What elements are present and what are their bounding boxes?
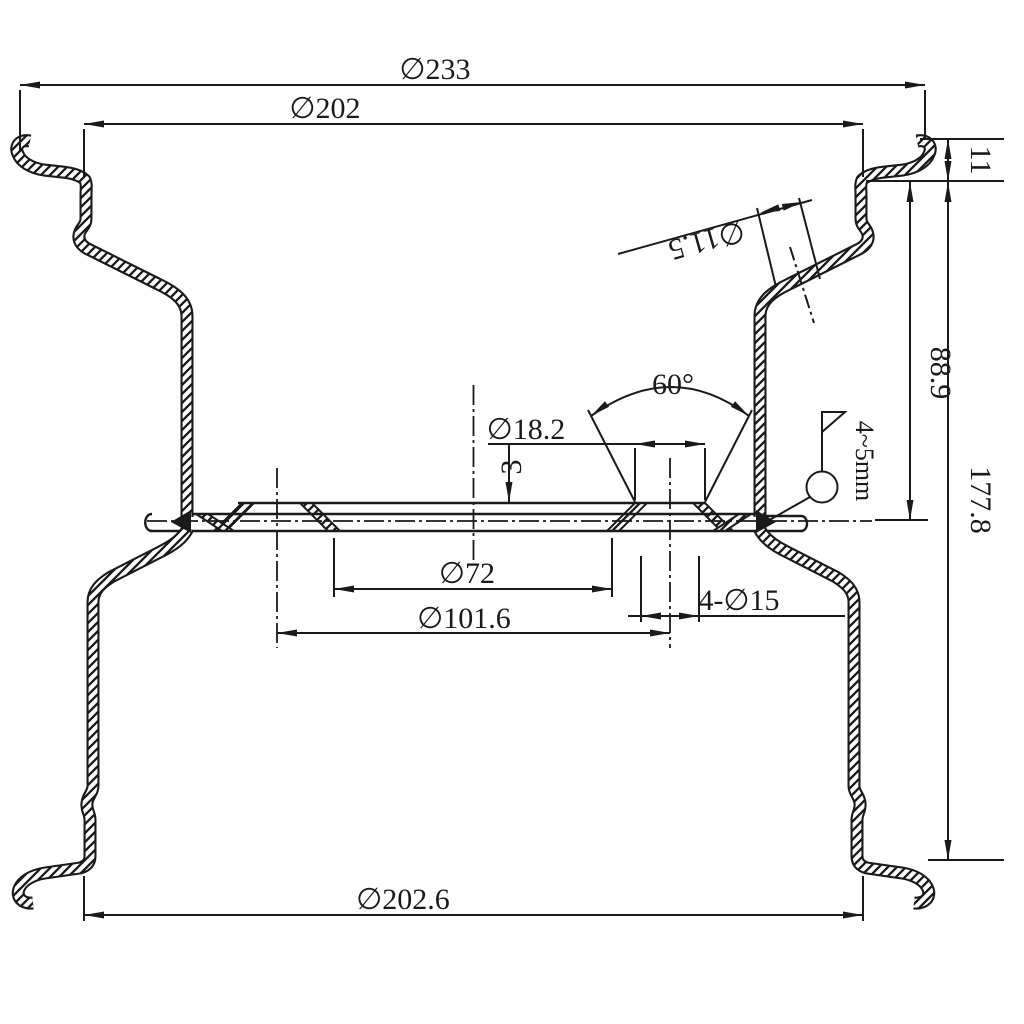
left-weld-spot [171,510,191,533]
arrow-177-8-down [944,840,952,860]
dim-half-width-label: 88.9 [924,347,957,400]
arrow-18-2-left [635,440,655,448]
valve-ext-line-2 [798,197,821,280]
dimension-texts: ∅233 ∅202 ∅202.6 ∅72 ∅101.6 4-∅15 ∅18.2 … [289,53,997,916]
dim-plate-thickness-label: 3 [495,460,528,475]
arrow-202-right [843,120,863,128]
dim-countersink-diameter-label: ∅18.2 [487,413,566,446]
arrow-11-down [944,161,952,181]
arrow-11-up [944,139,952,159]
arrow-101-6-left [277,629,297,637]
ext-lines-233 [19,90,926,152]
dim-bead-seat-diameter-label: ∅202 [289,92,360,125]
dim-countersink-angle-label: 60° [652,368,694,401]
dim-rim-width-label: 177.8 [964,466,997,534]
arrow-233-left [20,81,40,89]
arrow-88-9-up [906,182,914,202]
angle-60-legs [587,409,753,503]
arrow-72-right [592,585,612,593]
arrow-11-5-lower [760,204,781,213]
dim-weld-size-label: 4~5mm [850,421,879,502]
arrow-11-5-upper [781,202,802,211]
arrow-60-left [591,401,610,416]
ext-lines-202 [83,129,864,177]
weld-flag-icon [821,411,848,435]
dim-pilot-diameter-label: ∅72 [439,557,495,590]
arrow-202-left [84,120,104,128]
rim-profile-top-left-edge [10,134,194,517]
dimension-lines [19,84,1004,921]
ext-lines-18-2 [634,448,706,500]
arrow-88-9-down [906,500,914,520]
dimension-arrowheads [20,81,952,919]
rim-profile-top-right-edge [753,134,937,517]
ext-lines-72 [333,538,613,597]
rim-profile-bottom-right-hatch [754,525,934,908]
angle-60-arc [590,386,750,417]
arrow-4x15-left [641,612,661,620]
arrow-72-left [334,585,354,593]
weld-callout-circle-icon [805,470,839,504]
arrow-177-8-up [944,182,952,202]
arrow-4x15-right [679,612,699,620]
rim-profile-top-left-hatch [12,136,192,517]
weld-leader-line [765,496,811,523]
valve-ext-line-1 [756,207,777,288]
dim-bolt-holes-label: 4-∅15 [698,584,779,617]
dim-bolt-circle-diameter-label: ∅101.6 [417,602,511,635]
dim-valve-hole-diameter-label: ∅11.5 [665,214,749,267]
ext-lines-202-6 [83,876,864,921]
rim-profile [10,134,937,910]
ext-lines-11 [866,138,1004,182]
center-disc-lines [144,385,872,648]
valve-centerline [789,246,815,324]
right-stub-top [766,514,809,533]
rim-profile-top-right-hatch [755,136,935,517]
left-hole-inner-chamfer [297,502,343,532]
left-stub-cap [144,512,153,533]
rim-profile-bottom-left-hatch [13,525,193,908]
ext-lines-4x15 [640,556,700,622]
arrow-3-down [505,482,513,502]
dim-flange-height-label: 11 [964,146,997,175]
dim-bottom-bead-seat-diameter-label: ∅202.6 [356,883,450,916]
dim-outer-diameter-label: ∅233 [399,53,470,86]
arrow-101-6-right [650,629,670,637]
arrow-233-right [905,81,925,89]
arrow-18-2-right [685,440,705,448]
right-hole-inner-chamfer [604,502,650,532]
arrow-202-6-left [84,911,104,919]
arrow-202-6-right [843,911,863,919]
arrow-60-right [730,401,749,416]
